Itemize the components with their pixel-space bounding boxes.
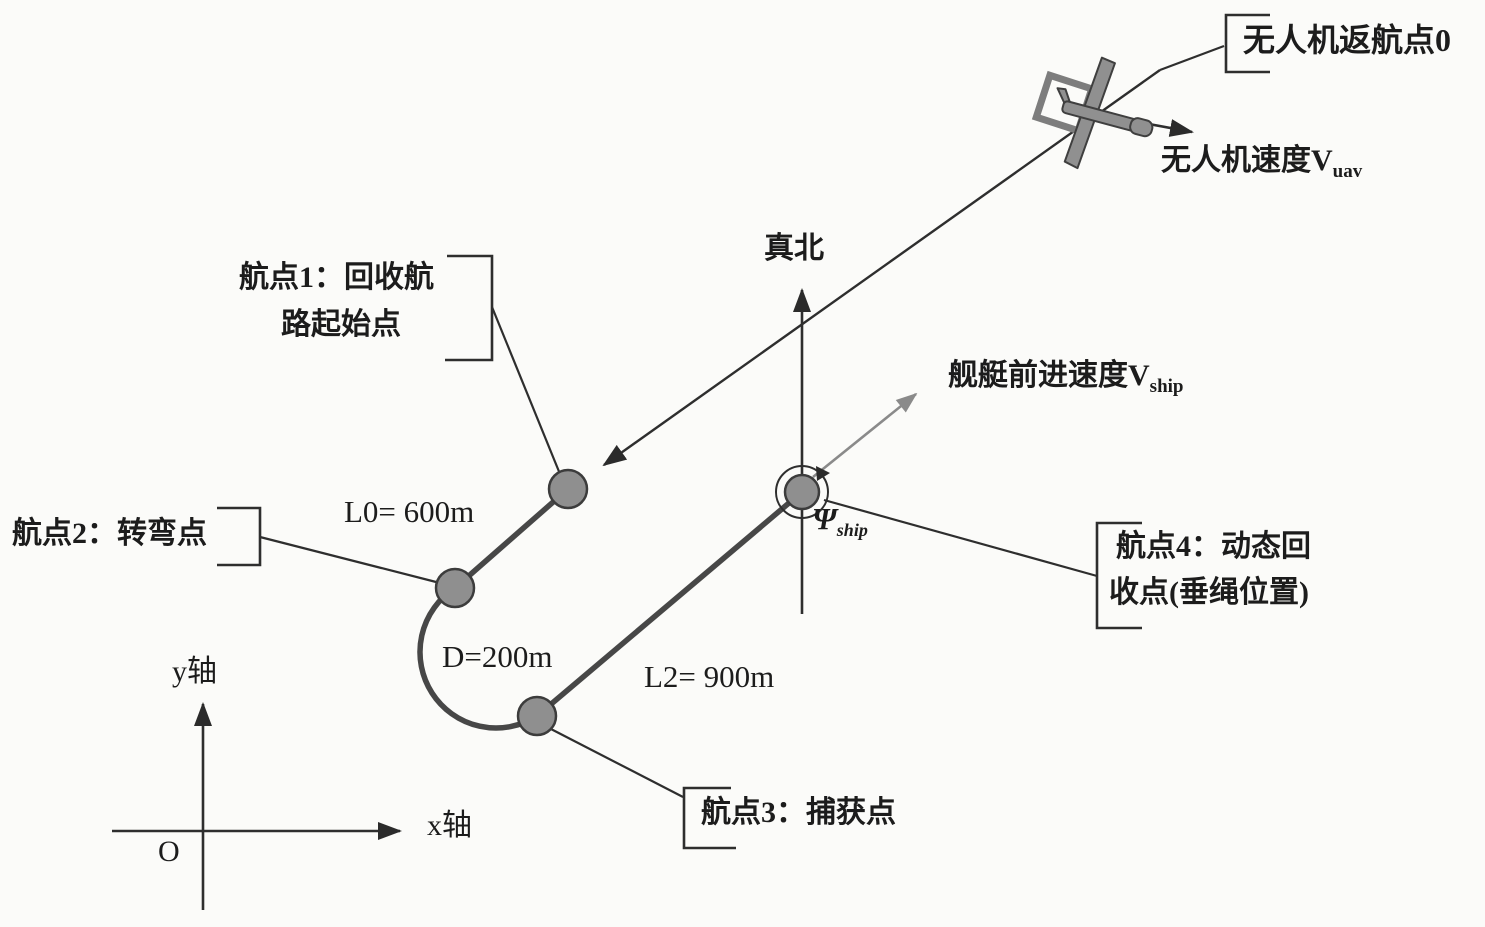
leader-waypoint1	[490, 306, 562, 475]
segment-l0-length-label: L0= 600m	[344, 494, 475, 529]
ship-heading-angle-arrowhead	[816, 466, 830, 481]
origin-label: O	[158, 835, 180, 868]
ship-heading-angle-ring	[775, 465, 829, 519]
ship-waypoint4-marker	[783, 473, 821, 511]
leader-uav-return-point	[1159, 44, 1225, 72]
uav-speed-subscript: uav	[1332, 161, 1363, 182]
ship-speed-text: 舰艇前进速度V	[948, 359, 1150, 392]
bracket-uav-return-point	[1224, 13, 1270, 74]
uav-speed-text: 无人机速度V	[1161, 144, 1333, 177]
bracket-waypoint2	[217, 506, 262, 567]
waypoint3-label: 航点3：捕获点	[701, 796, 896, 829]
waypoint1-label-line2: 路起始点	[281, 308, 401, 341]
segment-l2-length-label: L2= 900m	[644, 659, 775, 694]
waypoint3-marker	[516, 695, 558, 737]
waypoint2-marker	[434, 567, 476, 609]
leader-waypoint3	[548, 727, 684, 798]
ship-velocity-arrow	[812, 392, 918, 479]
bracket-waypoint1	[445, 254, 494, 362]
ship-heading-angle-label: Ψship	[812, 501, 868, 540]
route-segment-l0	[453, 486, 570, 591]
turn-diameter-label: D=200m	[442, 639, 553, 674]
route-segment-l2	[535, 489, 804, 719]
ship-speed-subscript: ship	[1149, 376, 1184, 397]
x-axis-label: x轴	[427, 809, 472, 842]
psi-subscript: ship	[836, 520, 868, 540]
route-turn-arc	[417, 585, 539, 731]
waypoint4-label-line2: 收点(垂绳位置)	[1109, 576, 1309, 609]
leader-waypoint4	[823, 498, 1098, 578]
waypoint4-label-line1: 航点4：动态回	[1116, 530, 1311, 563]
uav-aircraft-icon	[1056, 56, 1154, 170]
waypoint2-label: 航点2：转弯点	[12, 517, 207, 550]
waypoint1-marker	[547, 468, 589, 510]
bracket-waypoint3	[682, 786, 736, 850]
ship-speed-label: 舰艇前进速度Vship	[948, 360, 1183, 397]
uav-inbound-path-line	[602, 69, 1161, 467]
y-axis-label: y轴	[172, 655, 217, 688]
uav-return-point-label: 无人机返航点0	[1243, 22, 1452, 58]
psi-symbol: Ψ	[812, 501, 837, 536]
true-north-label: 真北	[764, 232, 824, 265]
waypoint1-label-line1: 航点1：回收航	[239, 261, 434, 294]
leader-waypoint2	[259, 535, 441, 585]
uav-speed-label: 无人机速度Vuav	[1161, 145, 1362, 182]
